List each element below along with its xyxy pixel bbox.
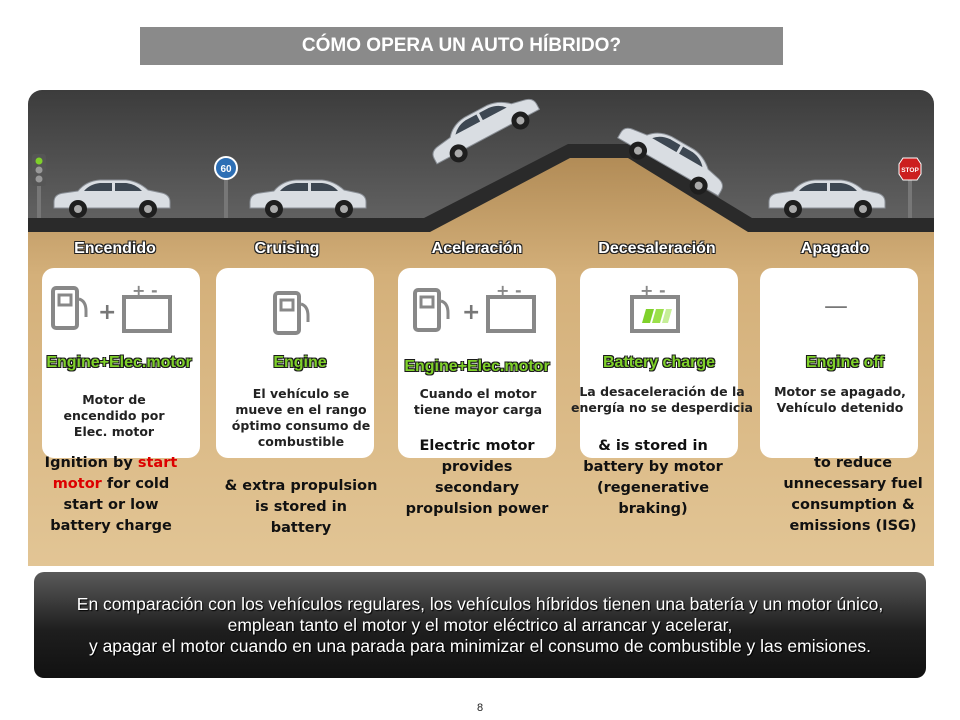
speed-sign-icon: 60 <box>214 156 238 218</box>
summary-note: En comparación con los vehículos regular… <box>34 572 926 678</box>
summary-line: y apagar el motor cuando en una parada p… <box>88 635 872 656</box>
svg-text:+ -: + - <box>496 285 522 300</box>
car-icon <box>53 179 171 218</box>
detail-text: Ignition by <box>44 455 133 471</box>
stage-label-decesaleracion: Decesaleración <box>598 240 716 257</box>
stage-desc-decesaleracion: La desaceleración de la energía no se de… <box>571 384 753 415</box>
fuel-pump-icon <box>51 286 88 330</box>
svg-text:STOP: STOP <box>901 167 919 174</box>
summary-line: En comparación con los vehículos regular… <box>76 593 884 614</box>
battery-icon: + - <box>122 285 172 333</box>
mode-label-cruising: Engine <box>273 354 327 371</box>
stage-label-encendido: Encendido <box>74 240 156 257</box>
stage-detail-encendido: Ignition by start motor for cold start o… <box>40 453 182 537</box>
car-icon <box>249 179 367 218</box>
detail-text: for cold start or low battery charge <box>50 476 172 534</box>
plus-sign: + <box>462 300 481 325</box>
stage-detail-decesaleracion: & is stored in battery by motor (regener… <box>583 438 723 517</box>
stage-label-aceleracion: Aceleración <box>431 240 523 257</box>
stage-desc-cruising: El vehículo se mueve en el rango óptimo … <box>231 386 371 449</box>
stage-card-cruising <box>216 268 374 458</box>
mode-label-encendido: Engine+Elec.motor <box>46 354 192 371</box>
svg-text:+ -: + - <box>640 285 666 300</box>
car-icon <box>768 179 886 218</box>
stage-card-aceleracion <box>398 268 556 458</box>
battery-charging-icon: + - <box>630 285 680 333</box>
stage-card-apagado <box>760 268 918 458</box>
summary-line: emplean tanto el motor y el motor eléctr… <box>227 614 733 635</box>
page-number: 8 <box>476 702 484 714</box>
engine-off-dash: — <box>824 292 848 320</box>
stop-sign-icon: STOP <box>898 157 922 218</box>
stage-desc-encendido: Motor de encendido por Elec. motor <box>63 392 165 439</box>
battery-icon: + - <box>486 285 536 333</box>
page-title: CÓMO OPERA UN AUTO HÍBRIDO? <box>140 27 783 65</box>
stage-desc-apagado: Motor se apagado, Vehículo detenido <box>774 384 906 415</box>
fuel-pump-icon <box>413 288 450 332</box>
mode-label-decesaleracion: Battery charge <box>602 354 716 371</box>
stage-desc-aceleracion: Cuando el motor tiene mayor carga <box>413 386 543 417</box>
stage-detail-aceleracion: Electric motor provides secondary propul… <box>405 438 549 517</box>
car-icon <box>432 98 541 165</box>
mode-label-apagado: Engine off <box>805 354 885 371</box>
traffic-light-icon <box>32 154 46 218</box>
stage-card-decesaleracion <box>580 268 738 458</box>
stage-detail-cruising: & extra propulsion is stored in battery <box>224 478 378 536</box>
plus-sign: + <box>98 300 117 325</box>
stage-label-cruising: Cruising <box>254 240 320 257</box>
svg-text:60: 60 <box>220 164 232 175</box>
mode-label-aceleracion: Engine+Elec.motor <box>404 358 550 375</box>
stage-detail-apagado: to reduce unnecessary fuel consumption &… <box>783 455 923 534</box>
svg-text:+ -: + - <box>132 285 158 300</box>
stage-card-encendido <box>42 268 200 458</box>
car-icon <box>617 127 723 197</box>
detail-highlight: start motor <box>52 455 178 492</box>
fuel-pump-icon <box>273 291 310 335</box>
stage-label-apagado: Apagado <box>800 240 870 257</box>
